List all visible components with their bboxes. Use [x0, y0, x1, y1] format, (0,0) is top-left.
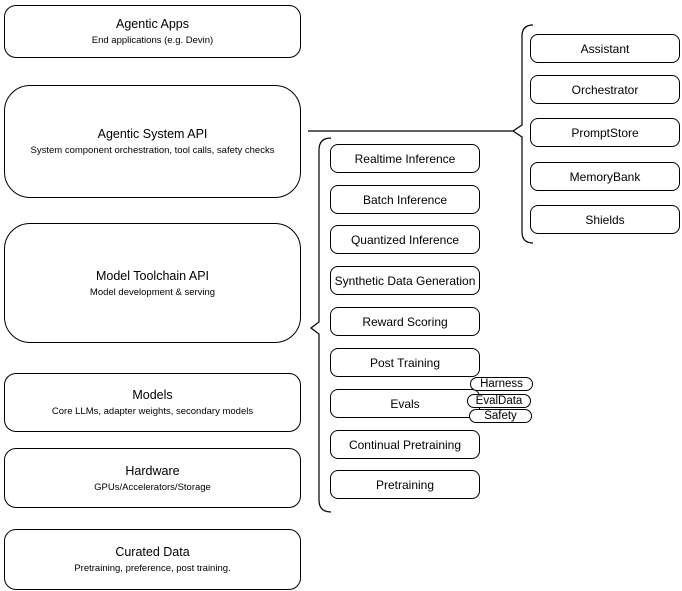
- node-assistant: Assistant: [530, 34, 680, 63]
- node-promptstore: PromptStore: [530, 118, 680, 147]
- node-batch-inference: Batch Inference: [330, 185, 480, 214]
- node-agentic-system-api: Agentic System API System component orch…: [4, 85, 301, 198]
- tag-harness: Harness: [470, 377, 533, 391]
- node-reward-scoring: Reward Scoring: [330, 307, 480, 336]
- node-subtitle: End applications (e.g. Devin): [91, 35, 214, 46]
- node-realtime-inference: Realtime Inference: [330, 144, 480, 173]
- node-memorybank: MemoryBank: [530, 162, 680, 191]
- node-orchestrator: Orchestrator: [530, 75, 680, 104]
- node-continual-pretraining: Continual Pretraining: [330, 430, 480, 459]
- node-quantized-inference: Quantized Inference: [330, 225, 480, 254]
- node-synthetic-data-generation: Synthetic Data Generation: [330, 266, 480, 295]
- node-title: Models: [132, 388, 173, 402]
- node-title: Hardware: [125, 463, 180, 478]
- node-subtitle: Pretraining, preference, post training.: [74, 563, 231, 574]
- node-subtitle: Model development & serving: [89, 286, 216, 298]
- node-title: Curated Data: [115, 545, 190, 559]
- node-evals: Evals: [330, 389, 480, 418]
- node-curated-data: Curated Data Pretraining, preference, po…: [4, 529, 301, 590]
- node-pretraining: Pretraining: [330, 470, 480, 499]
- node-subtitle: System component orchestration, tool cal…: [30, 145, 275, 156]
- node-post-training: Post Training: [330, 348, 480, 377]
- node-shields: Shields: [530, 205, 680, 234]
- node-subtitle: Core LLMs, adapter weights, secondary mo…: [51, 406, 254, 417]
- node-subtitle: GPUs/Accelerators/Storage: [94, 481, 211, 493]
- node-hardware: Hardware GPUs/Accelerators/Storage: [4, 448, 301, 508]
- tag-safety: Safety: [469, 409, 532, 423]
- node-title: Agentic Apps: [116, 17, 189, 31]
- node-title: Agentic System API: [97, 127, 208, 141]
- node-models: Models Core LLMs, adapter weights, secon…: [4, 373, 301, 432]
- node-model-toolchain-api: Model Toolchain API Model development & …: [4, 223, 301, 343]
- toolchain-bracket: [310, 137, 332, 513]
- tag-evaldata: EvalData: [467, 394, 531, 408]
- node-agentic-apps: Agentic Apps End applications (e.g. Devi…: [4, 5, 301, 58]
- node-title: Model Toolchain API: [95, 268, 210, 283]
